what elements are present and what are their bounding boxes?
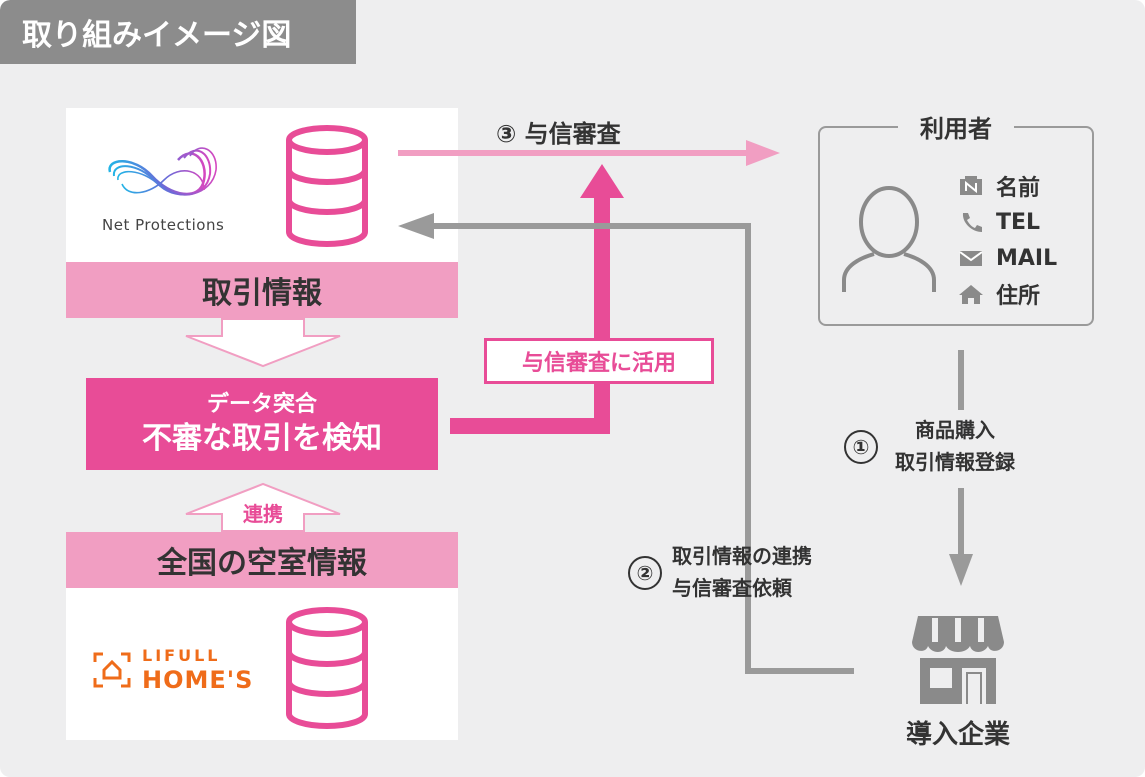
vacancy-info-band: 全国の空室情報 — [66, 532, 458, 588]
phone-icon — [962, 213, 982, 232]
credit-use-label: 与信審査に活用 — [484, 338, 714, 384]
net-protections-logo-icon — [108, 147, 217, 196]
net-protections-logo-text: Net Protections — [102, 216, 225, 234]
lifull-logo-line1: LIFULL — [142, 646, 221, 665]
lifull-panel — [66, 588, 458, 740]
step1-number: ① — [844, 430, 878, 464]
lifull-logo-icon — [93, 652, 131, 688]
step2-line-2: 与信審査依頼 — [672, 576, 792, 600]
user-field-mail: MAIL — [958, 240, 1086, 276]
detection-line-1: データ突合 — [206, 392, 317, 417]
database-icon — [286, 607, 368, 729]
user-field-label: TEL — [996, 209, 1041, 235]
step1-line-1: 商品購入 — [915, 418, 995, 442]
user-card-title: 利用者 — [898, 110, 1014, 143]
detection-line-2: 不審な取引を検知 — [142, 421, 382, 456]
detection-box: データ突合 不審な取引を検知 — [86, 378, 438, 470]
user-field-label: 名前 — [996, 176, 1041, 201]
up-arrow-icon — [185, 482, 341, 532]
step1-text: 商品購入 取引情報登録 — [890, 414, 1020, 478]
step2-text: 取引情報の連携 与信審査依頼 — [672, 540, 812, 604]
user-field-name: 名前 — [958, 168, 1086, 204]
user-field-label: MAIL — [996, 245, 1058, 271]
user-field-label: 住所 — [996, 284, 1041, 309]
name-card-icon — [960, 176, 982, 195]
user-field-address: 住所 — [958, 276, 1086, 312]
diagram-title: 取り組みイメージ図 — [0, 0, 356, 64]
user-fields: 名前 TEL MAIL 住所 — [958, 168, 1086, 312]
step2-line-1: 取引情報の連携 — [672, 544, 812, 568]
net-protections-panel — [66, 108, 458, 262]
step2-number: ② — [628, 556, 662, 590]
home-icon — [959, 285, 983, 304]
down-arrow-icon — [185, 318, 341, 368]
database-icon — [286, 125, 368, 247]
step1-line-2: 取引情報登録 — [895, 450, 1015, 474]
user-field-tel: TEL — [958, 204, 1086, 240]
lifull-logo-line2: HOME'S — [142, 666, 254, 694]
link-label: 連携 — [243, 501, 283, 526]
mail-icon — [959, 251, 983, 266]
user-avatar-icon — [842, 186, 936, 292]
transaction-info-band: 取引情報 — [66, 262, 458, 318]
step3-label: ③ 与信審査 — [496, 120, 621, 148]
merchant-label: 導入企業 — [905, 719, 1010, 750]
store-icon — [912, 616, 1004, 704]
